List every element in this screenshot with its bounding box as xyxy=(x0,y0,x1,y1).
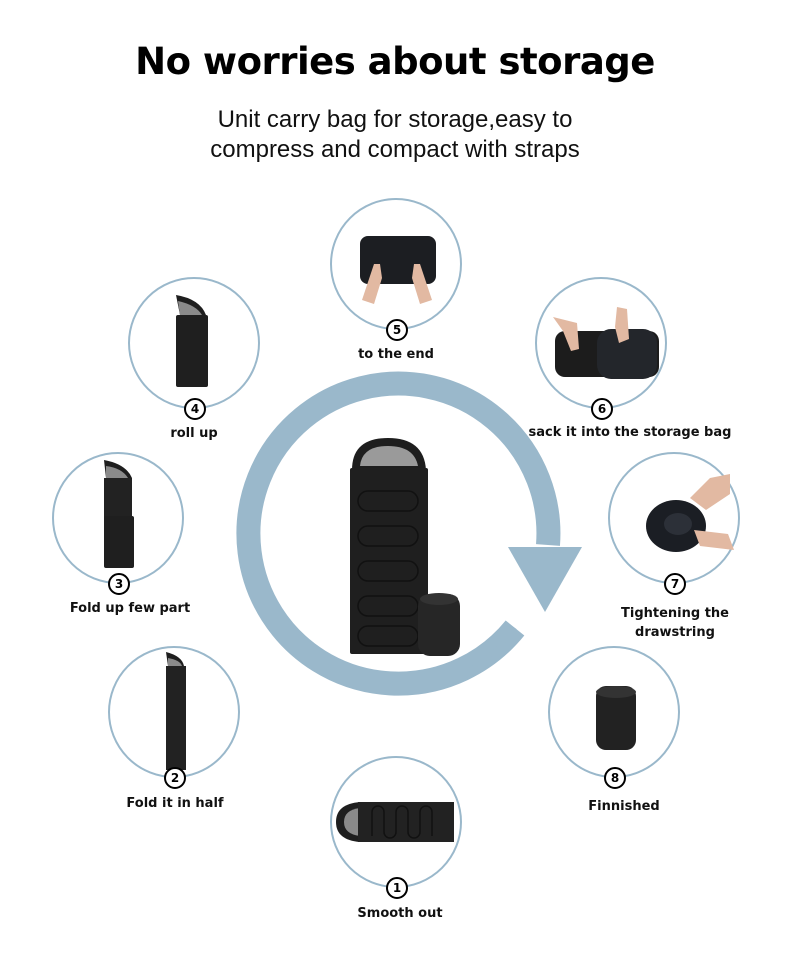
step-4: 4 xyxy=(128,277,260,420)
step-1-circle xyxy=(330,756,462,888)
step-7-number: 7 xyxy=(664,573,686,595)
step-6-label: sack it into the storage bag xyxy=(528,425,732,440)
step-8-circle xyxy=(548,646,680,778)
step-3-circle xyxy=(52,452,184,584)
step-2-label: Fold it in half xyxy=(126,796,224,811)
folded-half-bag-icon xyxy=(166,652,186,770)
step-7-label-line-2: drawstring xyxy=(635,625,715,640)
step-5: 5 xyxy=(330,198,462,341)
step-2-circle xyxy=(108,646,240,778)
compressed-sack-icon xyxy=(596,686,636,750)
step-7-label: Tightening the drawstring xyxy=(600,604,750,642)
step-2: 2 xyxy=(108,646,240,789)
step-4-circle xyxy=(128,277,260,409)
step-5-circle xyxy=(330,198,462,330)
step-6-circle xyxy=(535,277,667,409)
rolled-bag-icon xyxy=(176,295,208,387)
step-4-number: 4 xyxy=(184,398,206,420)
step-1-label: Smooth out xyxy=(357,906,443,921)
step-3-number: 3 xyxy=(108,573,130,595)
step-7: 7 xyxy=(608,452,740,595)
step-8-number: 8 xyxy=(604,767,626,789)
step-5-label: to the end xyxy=(358,347,434,362)
step-6-number: 6 xyxy=(591,398,613,420)
step-5-number: 5 xyxy=(386,319,408,341)
flat-sleeping-bag-icon xyxy=(336,802,454,842)
hands-rolling-bag-icon xyxy=(360,236,436,304)
step-8: 8 xyxy=(548,646,680,789)
subtitle-line-2: compress and compact with straps xyxy=(210,136,580,163)
drawstring-sack-icon xyxy=(646,474,734,552)
step-7-label-line-1: Tightening the xyxy=(621,606,729,621)
step-8-label: Finnished xyxy=(588,799,660,814)
step-7-circle xyxy=(608,452,740,584)
step-2-number: 2 xyxy=(164,767,186,789)
subtitle-line-1: Unit carry bag for storage,easy to xyxy=(217,106,573,133)
step-4-label: roll up xyxy=(170,426,218,441)
sleeping-bag-with-sack-icon xyxy=(350,438,460,656)
step-3-label: Fold up few part xyxy=(69,601,191,616)
step-1: 1 xyxy=(330,756,462,899)
step-6: 6 xyxy=(535,277,667,420)
step-1-number: 1 xyxy=(386,877,408,899)
page-title: No worries about storage xyxy=(135,40,655,83)
stuffing-sack-icon xyxy=(553,307,659,379)
folded-parts-bag-icon xyxy=(104,460,134,568)
step-3: 3 xyxy=(52,452,184,595)
subtitle: Unit carry bag for storage,easy to compr… xyxy=(0,105,790,165)
